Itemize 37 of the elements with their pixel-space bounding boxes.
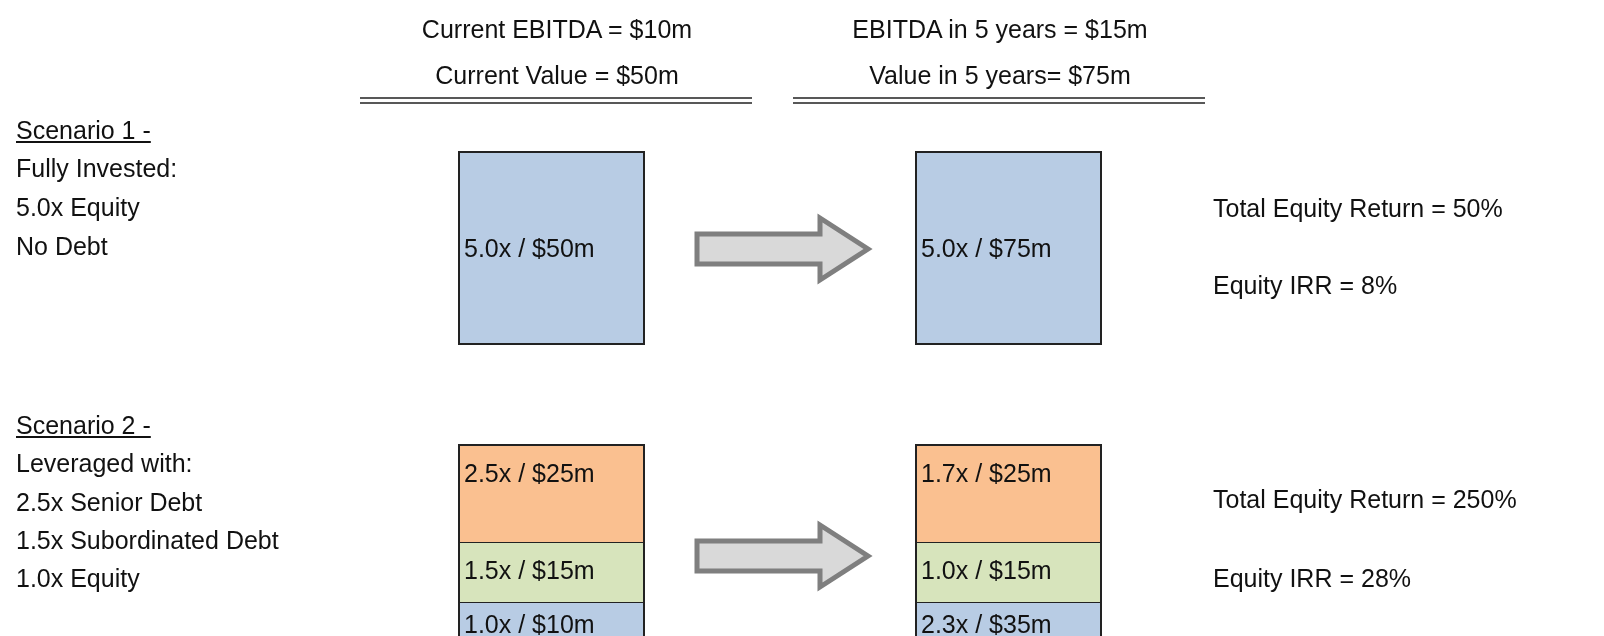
capital-layer — [917, 446, 1100, 542]
value-label: 1.5x / $15m — [464, 555, 595, 585]
value-box — [915, 151, 1102, 345]
capital-layer — [917, 542, 1100, 602]
block-arrow — [694, 213, 873, 285]
value-label: 1.7x / $25m — [921, 458, 1052, 488]
value-label: 5.0x / $75m — [921, 233, 1052, 263]
value-label: 2.3x / $35m — [921, 609, 1052, 636]
value-label: 5.0x / $50m — [464, 233, 595, 263]
scenario-text: 2.5x Senior Debt — [16, 487, 203, 517]
column-heading: EBITDA in 5 years = $15m — [852, 14, 1148, 44]
value-label: 1.0x / $15m — [921, 555, 1052, 585]
capital-layer — [460, 602, 643, 636]
value-label: 1.0x / $10m — [464, 609, 595, 636]
column-heading: Current Value = $50m — [435, 60, 679, 90]
column-heading: Value in 5 years= $75m — [869, 60, 1131, 90]
result-text: Total Equity Return = 50% — [1213, 193, 1503, 223]
capital-stack — [915, 444, 1102, 636]
scenario-text: No Debt — [16, 231, 108, 261]
scenario-text: 1.0x Equity — [16, 563, 140, 593]
value-box — [458, 151, 645, 345]
capital-layer — [460, 446, 643, 542]
capital-layer — [460, 542, 643, 602]
scenario-text: 5.0x Equity — [16, 192, 140, 222]
result-text: Total Equity Return = 250% — [1213, 484, 1517, 514]
column-heading: Current EBITDA = $10m — [421, 14, 693, 44]
result-text: Equity IRR = 8% — [1213, 270, 1398, 300]
result-text: Equity IRR = 28% — [1213, 563, 1411, 593]
capital-layer — [917, 602, 1100, 636]
block-arrow — [694, 520, 873, 592]
value-label: 2.5x / $25m — [464, 458, 595, 488]
scenario-text: Scenario 2 - — [16, 410, 151, 440]
scenario-text: Leveraged with: — [16, 448, 193, 478]
scenario-text: Scenario 1 - — [16, 115, 151, 145]
scenario-text: 1.5x Subordinated Debt — [16, 525, 279, 555]
scenario-text: Fully Invested: — [16, 153, 178, 183]
capital-stack — [458, 444, 645, 636]
